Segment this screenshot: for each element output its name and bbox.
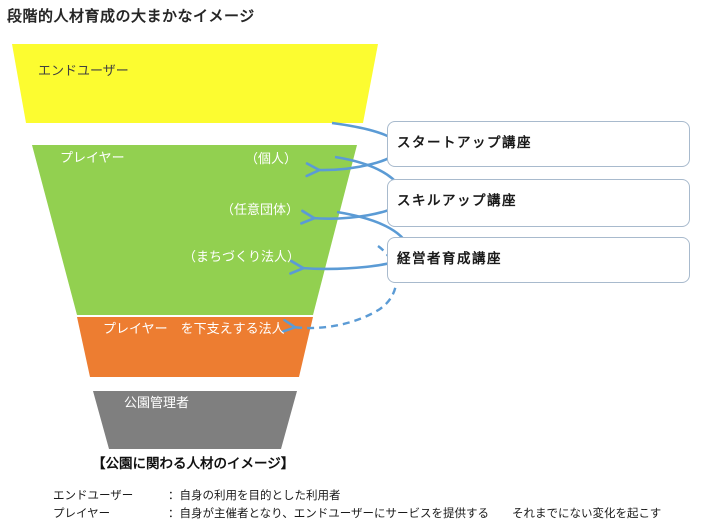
end-user-trapezoid — [12, 44, 378, 123]
player-label: プレイヤー — [60, 150, 125, 165]
funnel-caption: 【公園に関わる人材のイメージ】 — [92, 456, 295, 471]
park-manager-label: 公園管理者 — [124, 395, 190, 410]
player-sub-label-voluntary-group: （任意団体） — [221, 202, 300, 217]
page-title: 段階的人材育成の大まかなイメージ — [7, 8, 255, 25]
legend-description: ：自身が主催者となり、エンドユーザーにサービスを提供する それまでにない変化を起… — [168, 508, 662, 520]
legend-term: エンドユーザー — [53, 490, 134, 502]
player-trapezoid — [32, 145, 357, 315]
manager-training-course-label: 経営者育成講座 — [397, 251, 502, 266]
skillup-course-box: スキルアップ講座 — [387, 179, 690, 227]
support-dashed-arrow — [293, 245, 398, 328]
legend-row-end-user: エンドユーザー ：自身の利用を目的とした利用者 — [53, 487, 341, 503]
player-sub-label-individual: （個人） — [245, 151, 298, 166]
legend-description: ：自身の利用を目的とした利用者 — [168, 490, 341, 502]
support-corp-label: プレイヤー を下支えする法人 — [103, 321, 285, 336]
player-sub-label-machizukuri-corp: （まちづくり法人） — [183, 249, 301, 264]
skillup-course-label: スキルアップ講座 — [397, 193, 517, 208]
startup-course-box: スタートアップ講座 — [387, 121, 690, 167]
support-trapezoid — [77, 317, 313, 377]
legend-term: プレイヤー — [53, 508, 111, 520]
startup-course-label: スタートアップ講座 — [397, 135, 532, 150]
manager-trapezoid — [93, 391, 297, 449]
end-user-label: エンドユーザー — [38, 63, 129, 78]
manager-training-course-box: 経営者育成講座 — [387, 237, 690, 283]
legend-row-player: プレイヤー ：自身が主催者となり、エンドユーザーにサービスを提供する それまでに… — [53, 505, 661, 521]
